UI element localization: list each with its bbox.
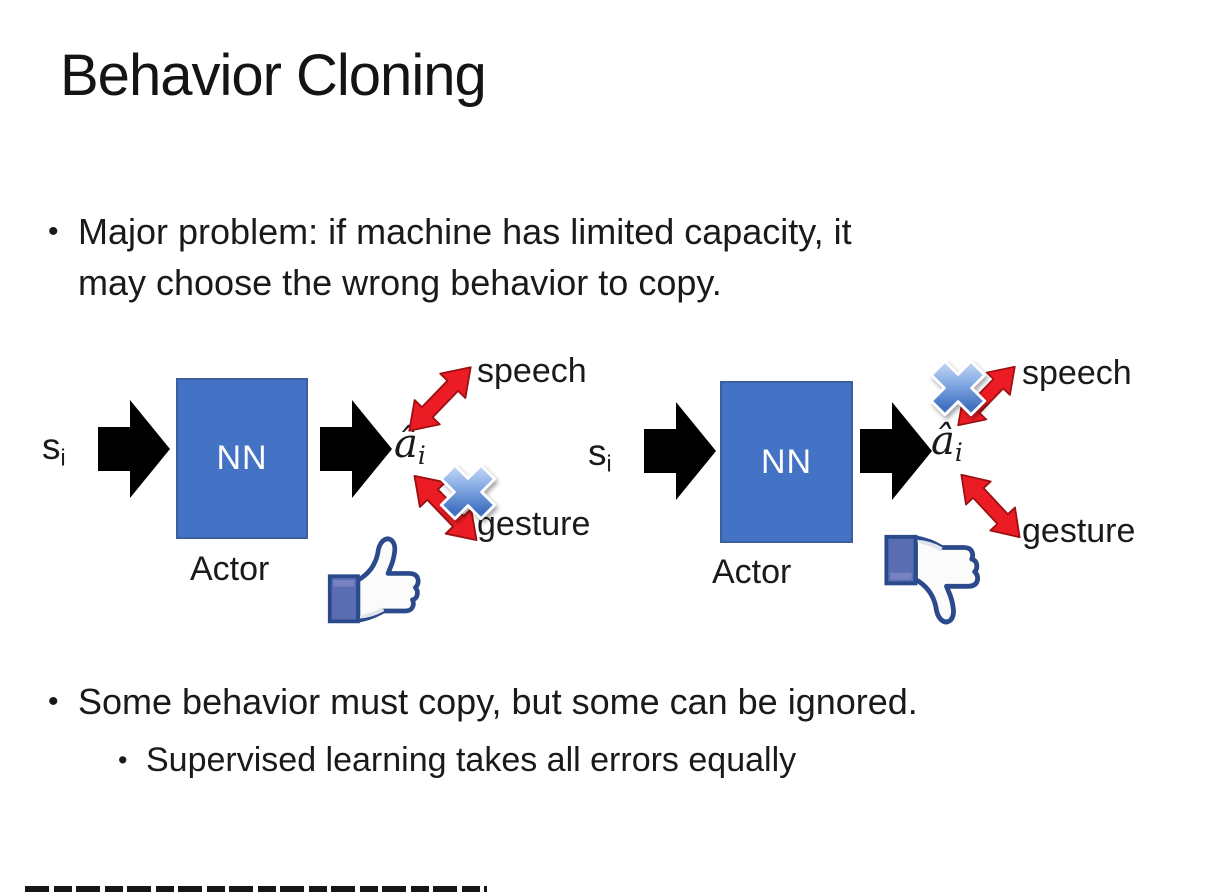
right-output-label: âi: [931, 418, 963, 467]
thumbs-up-icon: [322, 533, 424, 627]
right-actor-label: Actor: [712, 553, 792, 591]
left-actor-label: Actor: [190, 550, 270, 588]
thumbs-down-icon: [880, 531, 982, 628]
left-speech-doublearrow-icon: [393, 351, 487, 446]
right-nn-label: NN: [760, 442, 813, 481]
bullet-major-problem: • Major problem: if machine has limited …: [48, 206, 1108, 308]
bullet-dot: •: [48, 685, 59, 718]
right-output-arrow-icon: [860, 402, 932, 500]
left-output-arrow-icon: [320, 400, 392, 498]
right-input-arrow-icon: [644, 402, 716, 500]
right-nn-box: NN: [720, 381, 853, 543]
bullet-major-problem-text: Major problem: if machine has limited ca…: [78, 211, 852, 303]
right-cross-icon: [929, 359, 987, 417]
clipped-next-line: [25, 886, 487, 892]
right-gesture-doublearrow-icon: [945, 459, 1036, 553]
sub-bullet-supervised-text: Supervised learning takes all errors equ…: [146, 741, 797, 779]
left-nn-label: NN: [216, 439, 268, 477]
page-title: Behavior Cloning: [60, 43, 487, 108]
left-input-arrow-icon: [98, 400, 170, 498]
right-speech-label: speech: [1022, 354, 1132, 392]
left-speech-label: speech: [477, 352, 587, 390]
left-input-label: si: [42, 426, 66, 471]
left-gesture-label: gesture: [477, 505, 591, 543]
sub-bullet-supervised: • Supervised learning takes all errors e…: [118, 736, 1138, 784]
right-gesture-label: gesture: [1022, 512, 1136, 550]
left-cross-icon: [439, 463, 497, 521]
bullet-some-behavior: • Some behavior must copy, but some can …: [48, 676, 1148, 727]
left-output-label: âi: [394, 421, 426, 470]
bullet-dot: •: [48, 215, 59, 248]
bullet-some-behavior-text: Some behavior must copy, but some can be…: [78, 681, 918, 722]
bullet-dot: •: [118, 745, 128, 775]
right-input-label: si: [588, 432, 612, 477]
left-nn-box: NN: [176, 378, 308, 539]
